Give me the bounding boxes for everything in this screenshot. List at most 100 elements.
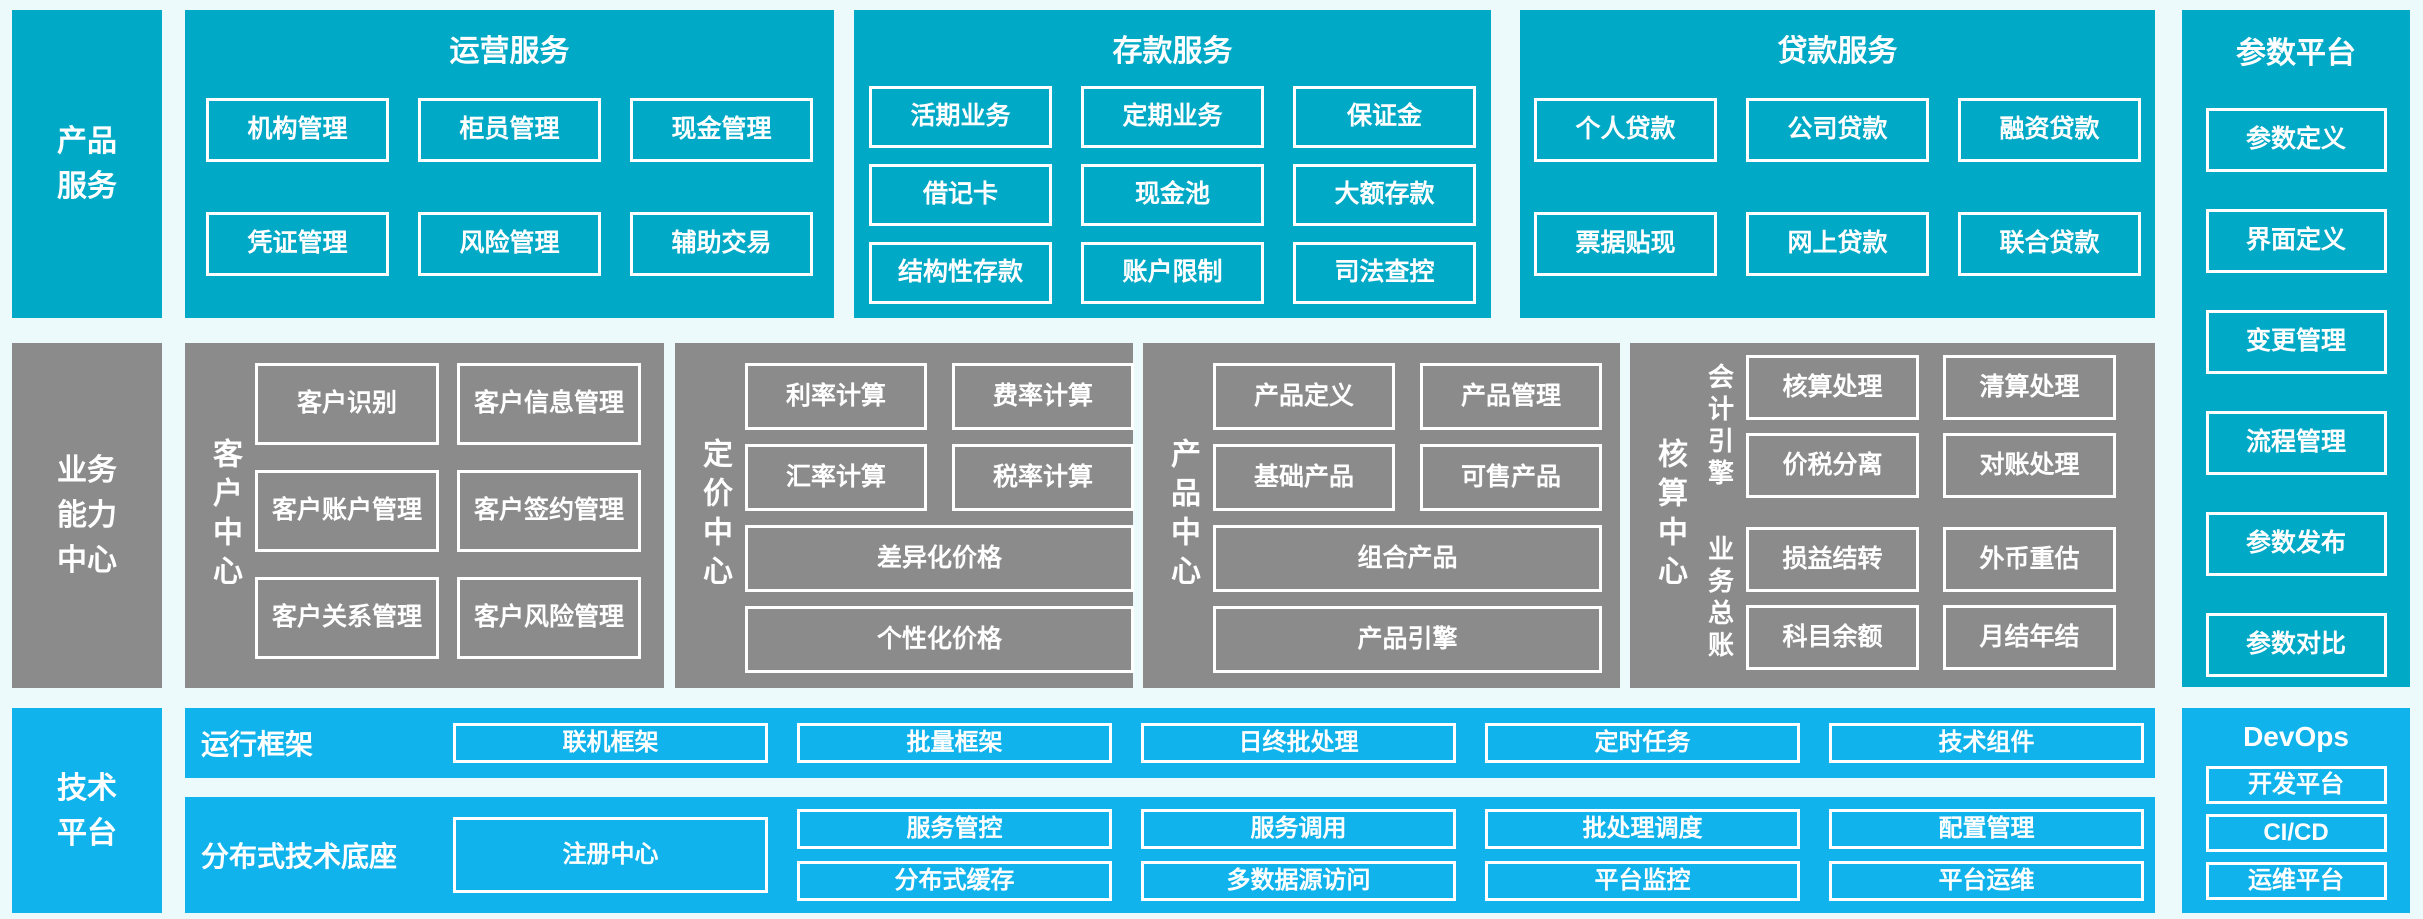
accounting-item: 对账处理: [1943, 433, 2116, 498]
parameter-item: 参数发布: [2205, 512, 2387, 576]
accounting-engine-label: 会计引擎: [1704, 362, 1735, 491]
deposit-services-panel: 存款服务 活期业务 定期业务 保证金 借记卡 现金池 大额存款 结构性存款 账户…: [854, 10, 1491, 318]
pricing-item: 费率计算: [952, 363, 1134, 430]
ops-item: 辅助交易: [630, 212, 813, 276]
customer-item: 客户信息管理: [457, 363, 641, 445]
distributed-base-label: 分布式技术底座: [201, 841, 398, 872]
ops-services-title: 运营服务: [449, 35, 570, 68]
product-wide-item: 产品引擎: [1213, 606, 1602, 673]
deposit-item: 结构性存款: [869, 242, 1052, 304]
accounting-item: 核算处理: [1746, 355, 1919, 420]
loan-item: 个人贷款: [1534, 98, 1717, 162]
ledger-item: 损益结转: [1746, 527, 1919, 592]
parameter-item: 界面定义: [2205, 209, 2387, 273]
customer-item: 客户风险管理: [457, 577, 641, 659]
deposit-item: 保证金: [1293, 86, 1476, 148]
loan-item: 公司贷款: [1746, 98, 1929, 162]
pricing-item: 利率计算: [745, 363, 927, 430]
runtime-item: 联机框架: [453, 723, 768, 763]
devops-item: 运维平台: [2205, 862, 2387, 900]
base-item: 多数据源访问: [1141, 861, 1456, 901]
customer-center-panel: 客户中心 客户识别 客户信息管理 客户账户管理 客户签约管理 客户关系管理 客户…: [185, 343, 664, 688]
accounting-item: 价税分离: [1746, 433, 1919, 498]
base-item: 服务调用: [1141, 809, 1456, 849]
rail-product-services-label: 产品 服务: [57, 125, 117, 203]
rail-business-capability-center: 业务 能力 中心: [12, 343, 162, 688]
deposit-item: 定期业务: [1081, 86, 1264, 148]
product-item: 产品管理: [1420, 363, 1602, 430]
rail-product-services: 产品 服务: [12, 10, 162, 318]
rail-business-capability-label: 业务 能力 中心: [57, 454, 117, 577]
base-item: 批处理调度: [1485, 809, 1800, 849]
runtime-framework-label: 运行框架: [201, 729, 314, 760]
customer-item: 客户签约管理: [457, 470, 641, 552]
deposit-services-title: 存款服务: [1112, 35, 1233, 68]
runtime-framework-items: 联机框架 批量框架 日终批处理 定时任务 技术组件: [453, 723, 2144, 763]
business-ledger-label: 业务总账: [1704, 534, 1735, 663]
customer-item: 客户账户管理: [255, 470, 439, 552]
customer-center-grid: 客户识别 客户信息管理 客户账户管理 客户签约管理 客户关系管理 客户风险管理: [255, 363, 641, 688]
ops-services-grid: 机构管理 柜员管理 现金管理 凭证管理 风险管理 辅助交易: [206, 98, 813, 276]
devops-title: DevOps: [2243, 721, 2349, 752]
pricing-item: 税率计算: [952, 444, 1134, 511]
pricing-wide-item: 差异化价格: [745, 525, 1134, 592]
ops-services-panel: 运营服务 机构管理 柜员管理 现金管理 凭证管理 风险管理 辅助交易: [185, 10, 834, 318]
deposit-services-grid: 活期业务 定期业务 保证金 借记卡 现金池 大额存款 结构性存款 账户限制 司法…: [869, 86, 1476, 304]
ledger-item: 科目余额: [1746, 605, 1919, 670]
product-item: 产品定义: [1213, 363, 1395, 430]
parameter-item: 参数定义: [2205, 108, 2387, 172]
distributed-base-grid: 服务管控 服务调用 批处理调度 配置管理 分布式缓存 多数据源访问 平台监控 平…: [797, 809, 2144, 901]
ops-item: 凭证管理: [206, 212, 389, 276]
base-item: 服务管控: [797, 809, 1112, 849]
runtime-item: 日终批处理: [1141, 723, 1456, 763]
ledger-item: 外币重估: [1943, 527, 2116, 592]
runtime-framework-bar: 运行框架 联机框架 批量框架 日终批处理 定时任务 技术组件: [185, 708, 2155, 778]
parameter-platform-panel: 参数平台 参数定义 界面定义 变更管理 流程管理 参数发布 参数对比: [2182, 10, 2410, 687]
parameter-item: 变更管理: [2205, 310, 2387, 374]
pricing-center-label: 定价中心: [698, 437, 731, 594]
loan-item: 融资贷款: [1958, 98, 2141, 162]
deposit-item: 现金池: [1081, 164, 1264, 226]
business-ledger-grid: 损益结转 外币重估 科目余额 月结年结: [1746, 527, 2116, 670]
devops-item: 开发平台: [2205, 766, 2387, 804]
ops-item: 现金管理: [630, 98, 813, 162]
loan-item: 网上贷款: [1746, 212, 1929, 276]
product-center-panel: 产品中心 产品定义 产品管理 基础产品 可售产品 组合产品 产品引擎: [1143, 343, 1620, 688]
base-item: 配置管理: [1829, 809, 2144, 849]
product-item: 可售产品: [1420, 444, 1602, 511]
customer-item: 客户识别: [255, 363, 439, 445]
parameter-item: 参数对比: [2205, 613, 2387, 677]
base-item: 平台监控: [1485, 861, 1800, 901]
rail-technology-platform-label: 技术 平台: [57, 771, 117, 850]
registry-center-box: 注册中心: [453, 817, 768, 893]
base-item: 平台运维: [1829, 861, 2144, 901]
devops-item: CI/CD: [2205, 814, 2387, 852]
ops-item: 柜员管理: [418, 98, 601, 162]
business-ledger-group: 业务总账 损益结转 外币重估 科目余额 月结年结: [1694, 527, 2116, 670]
product-wide-item: 组合产品: [1213, 525, 1602, 592]
ledger-item: 月结年结: [1943, 605, 2116, 670]
customer-center-label: 客户中心: [208, 437, 241, 594]
runtime-item: 技术组件: [1829, 723, 2144, 763]
loan-services-title: 贷款服务: [1777, 35, 1898, 68]
parameter-platform-title: 参数平台: [2236, 37, 2356, 70]
loan-item: 联合贷款: [1958, 212, 2141, 276]
ops-item: 风险管理: [418, 212, 601, 276]
deposit-item: 司法查控: [1293, 242, 1476, 304]
accounting-item: 清算处理: [1943, 355, 2116, 420]
devops-panel: DevOps 开发平台 CI/CD 运维平台: [2182, 708, 2410, 913]
pricing-wide-item: 个性化价格: [745, 606, 1134, 673]
loan-services-panel: 贷款服务 个人贷款 公司贷款 融资贷款 票据贴现 网上贷款 联合贷款: [1520, 10, 2155, 318]
product-center-label: 产品中心: [1166, 437, 1199, 594]
deposit-item: 活期业务: [869, 86, 1052, 148]
accounting-engine-group: 会计引擎 核算处理 清算处理 价税分离 对账处理: [1694, 355, 2116, 498]
loan-services-grid: 个人贷款 公司贷款 融资贷款 票据贴现 网上贷款 联合贷款: [1534, 98, 2141, 276]
product-item: 基础产品: [1213, 444, 1395, 511]
deposit-item: 账户限制: [1081, 242, 1264, 304]
rail-technology-platform: 技术 平台: [12, 708, 162, 913]
accounting-center-panel: 核算中心 会计引擎 核算处理 清算处理 价税分离 对账处理 业务总账 损益结转 …: [1630, 343, 2155, 688]
runtime-item: 定时任务: [1485, 723, 1800, 763]
ops-item: 机构管理: [206, 98, 389, 162]
pricing-item: 汇率计算: [745, 444, 927, 511]
